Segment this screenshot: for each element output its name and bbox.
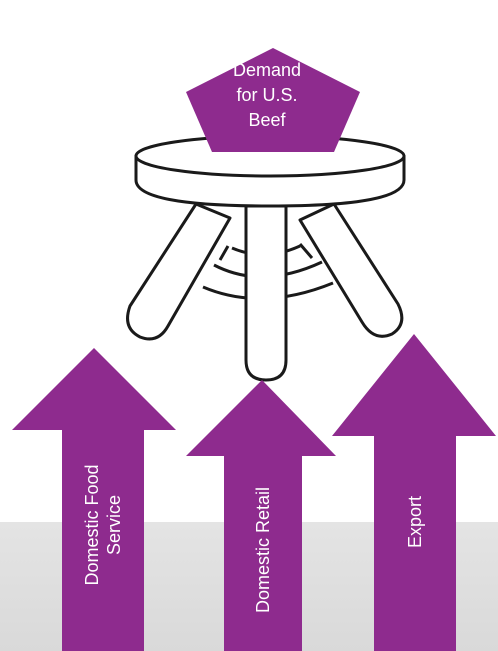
arrow-export-label: Export	[404, 496, 426, 548]
retail-line-1: Domestic Retail	[253, 486, 273, 614]
demand-pentagon-shape	[186, 48, 360, 152]
arrow-domestic-retail-label: Domestic Retail	[252, 487, 274, 613]
food-service-line-2: Service	[104, 494, 124, 556]
food-service-line-1: Domestic Food	[82, 464, 102, 586]
arrow-domestic-food-service-shape	[12, 348, 176, 651]
three-legged-stool-icon	[126, 134, 406, 382]
demand-line-1: Demand	[232, 60, 302, 80]
arrow-domestic-retail-shape	[186, 380, 336, 651]
arrow-export-shape	[332, 334, 496, 651]
arrow-domestic-food-service-label: Domestic Food Service	[81, 464, 125, 585]
export-line-1: Export	[405, 495, 425, 549]
demand-node-label: Demand for U.S. Beef	[212, 58, 322, 133]
demand-line-2: for U.S.	[236, 85, 298, 105]
demand-line-3: Beef	[248, 110, 286, 130]
